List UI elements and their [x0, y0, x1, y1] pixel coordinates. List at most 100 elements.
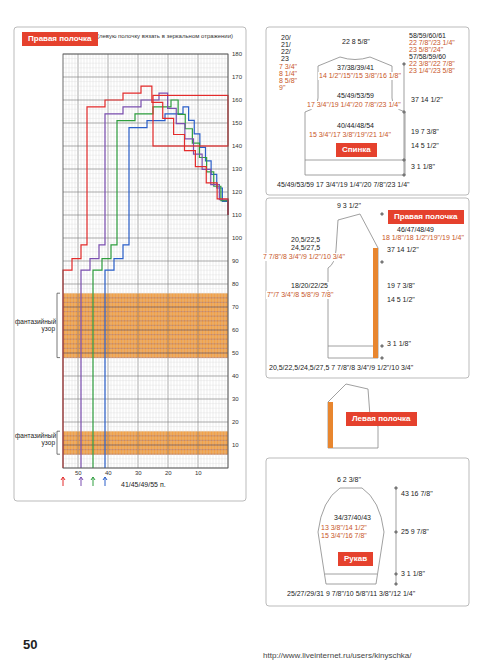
collar-outline: [153, 95, 228, 146]
size-outline: [81, 93, 228, 468]
right-front-shape: [328, 214, 378, 358]
dimension-label: 20: [164, 470, 173, 477]
dimension-label: 120: [231, 189, 243, 196]
dimension-label: 14 1/2"/15"/15 3/8"/16 1/8": [318, 72, 402, 80]
dimension-label: 25 9 7/8": [400, 528, 430, 536]
dimension-label: 10: [231, 442, 240, 449]
dimension-label: 150: [231, 120, 243, 127]
dimension-label: 41/45/49/55 п.: [120, 481, 167, 489]
dimension-label: 3 1 1/8": [386, 340, 412, 348]
pattern-band: [63, 431, 228, 454]
chart-grid: [63, 54, 228, 468]
part-name: Рукав: [344, 554, 367, 564]
part-label-box: Левая полочка: [346, 412, 417, 426]
dimension-label: 7"/7 3/4"/8 5/8"/9 7/8": [266, 291, 334, 299]
dimension-label: 19 7 3/8": [410, 128, 440, 136]
dimension-label: http://www.liveinternet.ru/users/kinysch…: [262, 652, 413, 661]
dimension-label: 23 1/4"/23 5/8": [408, 67, 456, 75]
dimension-label: 14 5 1/2": [410, 142, 440, 150]
bracket: [57, 293, 60, 357]
dimension-label: 170: [231, 74, 243, 81]
dimension-label: 37 14 1/2": [386, 246, 420, 254]
dimension-label: 130: [231, 166, 243, 173]
dimension-label: 50: [231, 350, 240, 357]
chart-panel: [14, 27, 246, 501]
dimension-label: 90: [231, 258, 240, 265]
size-arrow: [103, 477, 107, 486]
dimension-label: 110: [231, 212, 243, 219]
dimension-label: 17 3/4"/19 1/4"/20 7/8"/23 1/4": [306, 101, 402, 109]
rib-line: [325, 574, 377, 575]
dimension-label: 46/47/48/49: [396, 226, 435, 234]
dimension-label: 18/20/22/25: [290, 282, 329, 290]
dimension-label: 3 1 1/8": [410, 163, 436, 171]
size-arrow: [61, 477, 65, 486]
bracket: [57, 431, 60, 454]
pattern-band: [63, 293, 228, 357]
dimension-label: 50: [74, 470, 83, 477]
dimension-label: 10: [194, 470, 203, 477]
dimension-label: 140: [231, 143, 243, 150]
dimension-label: 180: [231, 51, 243, 58]
dimension-label: 19 7 3/8": [386, 282, 416, 290]
dimension-label: фантазийный узор: [14, 432, 56, 446]
size-outline: [93, 100, 228, 468]
sleeve-panel: [266, 458, 469, 606]
size-outline: [63, 86, 228, 468]
front-panel: [266, 198, 469, 378]
dimension-label: 15 3/4"/16 7/8": [320, 532, 368, 540]
rib-line: [305, 160, 405, 161]
front-band: [373, 248, 378, 358]
size-arrow: [91, 477, 95, 486]
dimension-label: (левую полочку вязать в зеркальном отраж…: [96, 33, 243, 40]
dimension-label: фантазийный узор: [14, 318, 56, 332]
dimension-label: 25/27/29/31 9 7/8"/10 5/8"/11 3/8"/12 1/…: [286, 590, 416, 598]
dimension-line: [404, 64, 405, 175]
dimension-label: 37/38/39/41: [336, 64, 375, 72]
part-name: Спинка: [342, 145, 371, 155]
dimension-label: 70: [231, 304, 240, 311]
front-band: [328, 402, 333, 448]
dimension-label: 14 5 1/2": [386, 296, 416, 304]
part-label-box: Рукав: [338, 552, 373, 566]
back-shape: [305, 57, 405, 175]
dimension-label: 7 7/8"/8 3/4"/9 1/2"/10 3/4": [262, 253, 346, 261]
dimension-label: 15 3/4"/17 3/8"/19"/21 1/4": [308, 131, 392, 139]
knitting-chart: [57, 54, 228, 486]
part-label-box: Правая полочка: [388, 210, 464, 224]
dimension-label: 23: [280, 55, 290, 63]
dimension-label: 40/44/48/54: [336, 122, 375, 130]
sleeve-shape: [318, 488, 384, 584]
dimension-label: 40: [231, 373, 240, 380]
dimension-label: 37 14 1/2": [410, 96, 444, 104]
back-panel: [266, 27, 469, 195]
size-arrow: [79, 477, 83, 486]
dimension-label: 22 8 5/8": [341, 38, 371, 46]
dimension-label: 40: [104, 470, 113, 477]
dimension-label: 6 2 3/8": [336, 476, 362, 484]
dimension-label: 20: [231, 419, 240, 426]
dimension-label: 30: [231, 396, 240, 403]
dimension-label: 20,5/22,5: [290, 236, 321, 244]
dimension-label: 30: [134, 470, 143, 477]
part-name: Правая полочка: [394, 212, 458, 222]
dimension-label: 9 3 1/2": [336, 202, 362, 210]
dimension-label: 80: [231, 281, 240, 288]
part-label-box: Правая полочка: [22, 32, 98, 46]
dimension-label: 45/49/53/59 17 3/4"/19 1/4"/20 7/8"/23 1…: [276, 181, 411, 189]
dimension-label: 50: [22, 638, 38, 652]
size-outline: [105, 107, 228, 468]
part-name: Левая полочка: [352, 414, 411, 424]
dimension-label: 34/37/40/43: [333, 514, 372, 522]
dimension-label: 60: [231, 327, 240, 334]
dimension-label: 160: [231, 97, 243, 104]
dimension-line: [396, 488, 397, 584]
part-label-box: Спинка: [336, 143, 377, 157]
dimension-label: 18 1/8"/18 1/2"/19"/19 1/4": [381, 234, 465, 242]
dimension-label: 3 1 1/8": [400, 570, 426, 578]
dimension-label: 13 3/8"/14 1/2": [320, 524, 368, 532]
dimension-label: 43 16 7/8": [400, 490, 434, 498]
dimension-label: 9": [278, 84, 286, 92]
dimension-label: 45/49/53/59: [336, 92, 375, 100]
dimension-label: 24,5/27,5: [290, 244, 321, 252]
